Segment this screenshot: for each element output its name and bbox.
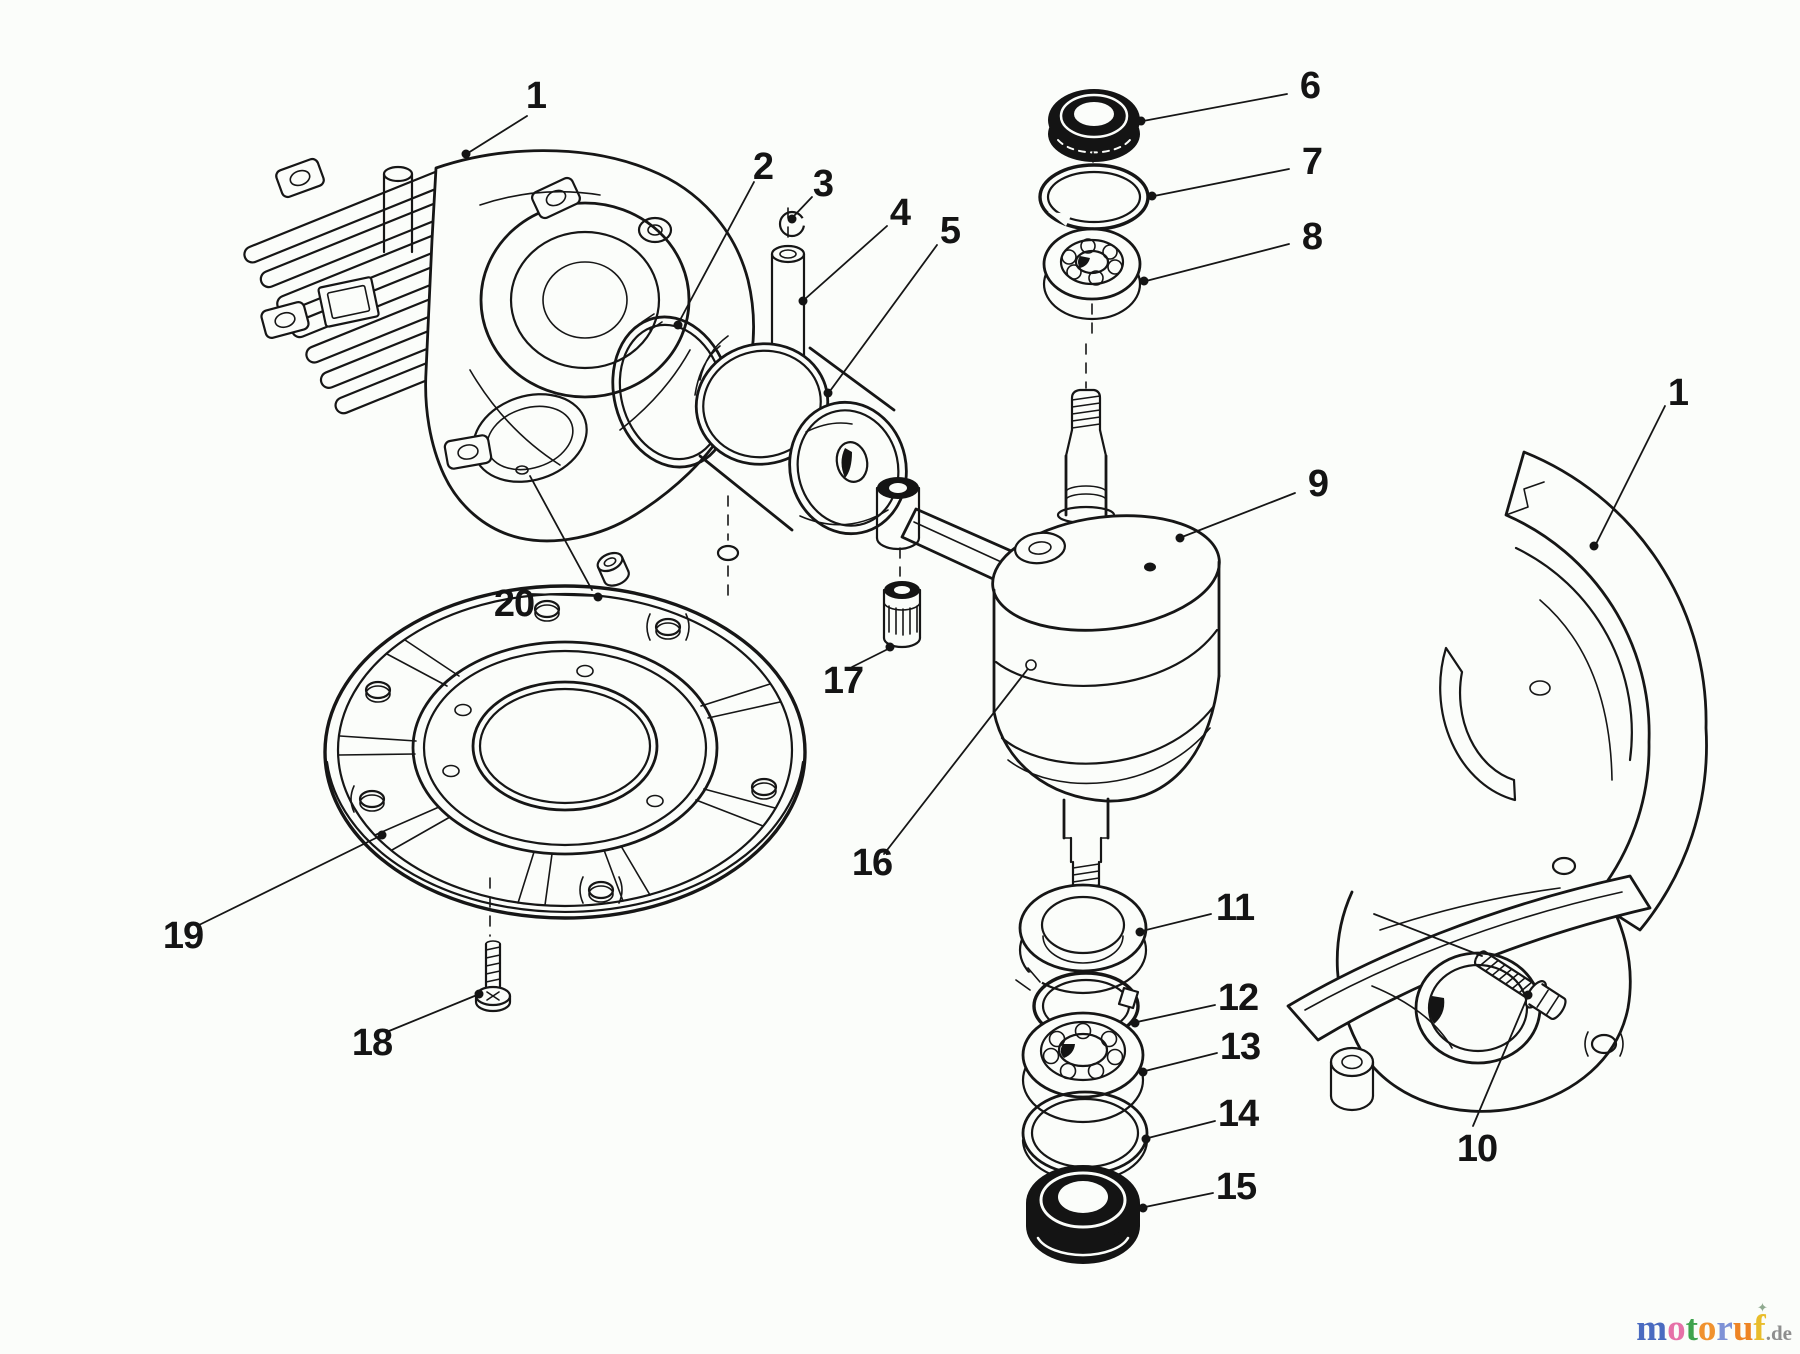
dowel-hole (515, 465, 529, 475)
callout-1-left: 1 (526, 75, 547, 117)
part-bearing-race (1018, 883, 1148, 995)
part-ball-bearing-upper (1042, 227, 1142, 341)
callout-8: 8 (1302, 216, 1322, 258)
callout-18: 18 (352, 1022, 392, 1064)
mount-lug (531, 176, 581, 220)
wm-letter: f (1753, 1308, 1766, 1349)
leader-lines (198, 93, 1666, 1213)
mount-lug (260, 301, 310, 339)
part-needle-bearing (882, 581, 922, 649)
head-stud (382, 165, 414, 254)
callout-17: 17 (823, 660, 863, 702)
callout-19: 19 (163, 915, 203, 957)
part-ball-bearing-lower (1021, 1011, 1145, 1124)
callout-labels: 1 2 3 4 5 6 7 8 9 1 10 11 12 13 14 15 16… (163, 65, 1690, 1208)
wm-letter: u (1733, 1308, 1754, 1349)
mount-lug (275, 157, 325, 199)
diagram-artwork (198, 89, 1708, 1264)
part-circlip (716, 207, 814, 603)
main-bearing-opening (479, 201, 691, 399)
callout-3: 3 (813, 163, 833, 205)
callout-16: 16 (852, 842, 892, 884)
exhaust-port (317, 276, 380, 328)
case-ear-hole (1590, 1033, 1618, 1055)
plate-center-hole (471, 680, 659, 812)
callout-15: 15 (1216, 1166, 1257, 1208)
callout-1-right: 1 (1668, 372, 1689, 414)
part-crankshaft (875, 343, 1221, 901)
callout-14: 14 (1218, 1093, 1259, 1135)
crank-top-threads (1071, 395, 1101, 429)
plate-bolt-holes (350, 599, 778, 904)
wrist-pin-boss (835, 441, 869, 483)
oil-hole (1025, 659, 1037, 671)
wm-letter: m (1636, 1308, 1667, 1349)
part-circlip-lower (716, 544, 740, 562)
part-oil-seal-upper (1048, 89, 1140, 162)
bolt-boss (637, 216, 673, 244)
callout-12: 12 (1218, 977, 1258, 1019)
callout-6: 6 (1300, 65, 1320, 107)
callout-20: 20 (494, 583, 534, 625)
wm-suffix: .de (1766, 1321, 1792, 1345)
callout-7: 7 (1302, 141, 1322, 183)
wm-letter: o (1698, 1308, 1717, 1349)
callout-5: 5 (940, 210, 961, 252)
part-dowel-bushing (596, 551, 630, 587)
callout-2: 2 (753, 146, 773, 188)
wm-letter: r (1716, 1308, 1732, 1349)
part-flange-bolt (1473, 950, 1567, 1021)
callout-4: 4 (890, 192, 911, 234)
callout-9: 9 (1308, 463, 1328, 505)
callout-13: 13 (1220, 1026, 1260, 1068)
plate-ribs (338, 639, 781, 906)
part-mounting-plate (323, 584, 807, 920)
watermark-text: motoruf.de (1636, 1308, 1792, 1349)
callout-10: 10 (1457, 1128, 1497, 1170)
mount-lug (443, 434, 493, 470)
wm-letter: t (1686, 1308, 1699, 1349)
part-oil-seal-lower (1026, 1165, 1140, 1264)
part-mounting-screw (474, 877, 512, 1013)
part-cylinder-block (243, 149, 755, 543)
wm-sparkle-icon: ✦ (1757, 1300, 1768, 1315)
callout-11: 11 (1216, 887, 1255, 929)
wm-letter: o (1667, 1308, 1686, 1349)
plate-screw-holes (442, 664, 664, 808)
case-boss (1329, 1046, 1375, 1078)
watermark: motoruf.de ✦ (1636, 1300, 1792, 1349)
